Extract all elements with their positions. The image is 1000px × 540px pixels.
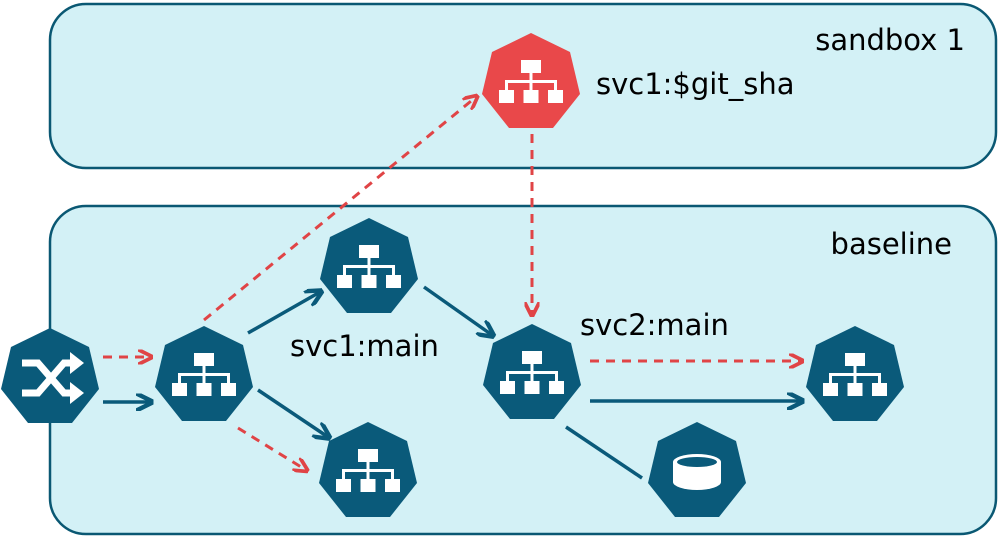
database-icon <box>673 454 721 490</box>
svc3-node <box>806 326 904 421</box>
edge-gateway-sandbox-svc1 <box>203 97 476 322</box>
edge-gateway-svc1-main <box>247 292 320 335</box>
edge-svc1-main-svc2-main <box>422 285 492 335</box>
router-node <box>1 328 99 423</box>
shuffle-icon <box>22 352 84 404</box>
edges <box>103 97 801 480</box>
baseline-panel-title: baseline <box>831 227 952 261</box>
edge-svc2-database <box>565 425 643 480</box>
svc2-main-node <box>483 324 581 419</box>
sandbox-panel-title: sandbox 1 <box>815 23 965 57</box>
sandbox-svc1-label: svc1:$git_sha <box>596 67 794 101</box>
edge-gateway-svc1-alt-red <box>237 426 306 470</box>
svc2-main-label: svc2:main <box>580 308 729 342</box>
gateway-node <box>155 326 253 421</box>
database-node <box>648 422 746 517</box>
edge-gateway-svc1-alt-blue <box>257 388 328 437</box>
svc1-main-label: svc1:main <box>290 329 439 363</box>
svc1-main-node <box>320 218 418 313</box>
sandbox-svc1-node <box>482 33 580 128</box>
svc1-alt-node <box>319 422 417 517</box>
